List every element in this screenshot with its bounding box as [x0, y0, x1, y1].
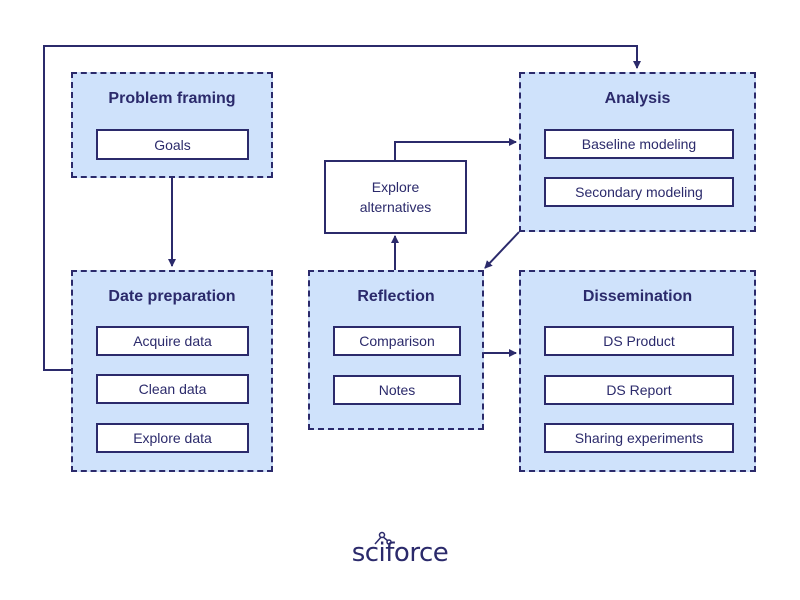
goals-box: Goals — [96, 129, 249, 160]
ds-report-box: DS Report — [544, 375, 734, 405]
problem-framing-title: Problem framing — [108, 90, 236, 107]
loop-arrow — [43, 45, 641, 371]
notes-box: Notes — [333, 375, 461, 405]
ds-product-box: DS Product — [544, 326, 734, 356]
explore-data-box: Explore data — [96, 423, 249, 453]
sciforce-logo: sciforce — [340, 530, 460, 570]
secondary-modeling-box: Secondary modeling — [544, 177, 734, 207]
explore-alternatives-box: Explore alternatives — [324, 160, 467, 234]
reflection-group: Reflection Comparison Notes — [308, 270, 484, 430]
dissemination-group: Dissemination DS Product DS Report Shari… — [519, 270, 756, 472]
acquire-data-box: Acquire data — [96, 326, 249, 356]
date-preparation-group: Date preparation Acquire data Clean data… — [71, 270, 273, 472]
problem-framing-group: Problem framing Goals — [71, 72, 273, 178]
explore-alternatives-line2: alternatives — [359, 199, 432, 215]
analysis-title: Analysis — [604, 90, 671, 107]
explore-alternatives-line1: Explore — [371, 179, 420, 195]
logo-wordmark: sciforce — [351, 538, 449, 568]
comparison-box: Comparison — [333, 326, 461, 356]
sharing-experiments-box: Sharing experiments — [544, 423, 734, 453]
clean-data-box: Clean data — [96, 374, 249, 404]
baseline-modeling-box: Baseline modeling — [544, 129, 734, 159]
reflection-title: Reflection — [357, 288, 435, 305]
analysis-to-reflection-arrow — [484, 231, 520, 269]
alternatives-to-analysis-arrow — [394, 138, 517, 160]
dissemination-title: Dissemination — [582, 288, 693, 305]
analysis-group: Analysis Baseline modeling Secondary mod… — [519, 72, 756, 232]
date-preparation-title: Date preparation — [108, 288, 236, 305]
logo-node-icon — [374, 531, 392, 545]
